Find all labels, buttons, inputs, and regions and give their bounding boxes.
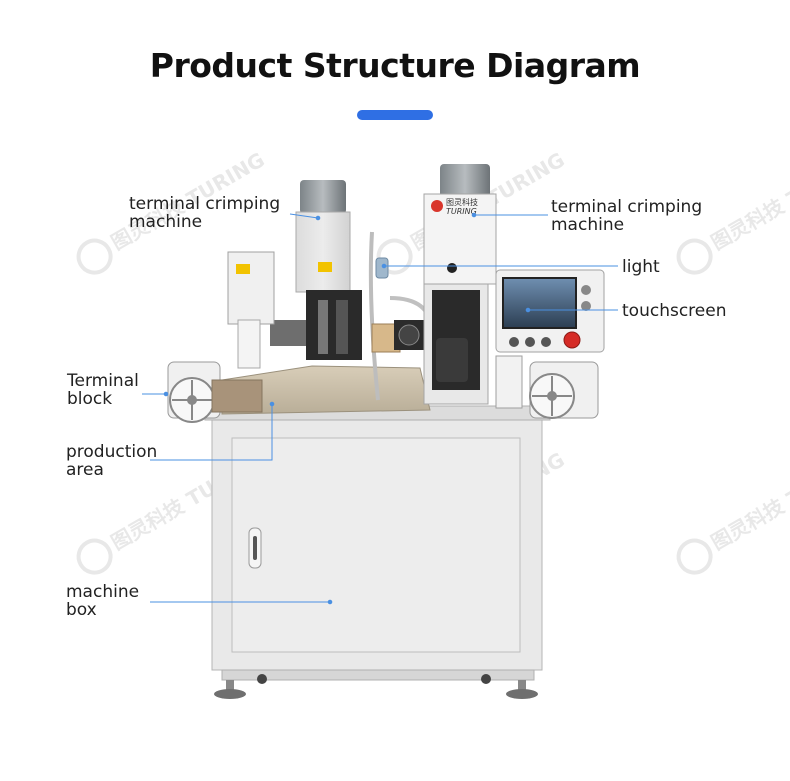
caster — [257, 674, 267, 684]
cabinet-door — [231, 437, 521, 653]
title-underline — [357, 110, 433, 120]
touchscreen — [502, 277, 577, 329]
foot — [226, 680, 234, 692]
label-light: light — [622, 257, 660, 277]
badge-cn: 图灵科技 — [446, 197, 478, 207]
motor-left — [300, 180, 346, 214]
motor-right — [440, 164, 490, 198]
label-touchscreen: touchscreen — [622, 301, 727, 321]
leader-crimp-left — [289, 213, 319, 219]
foot — [518, 680, 526, 692]
page-title: Product Structure Diagram — [149, 46, 641, 85]
badge-en: TURING — [446, 207, 477, 216]
caster — [481, 674, 491, 684]
light — [375, 257, 389, 279]
light-stand — [368, 231, 380, 401]
leader-production-area — [150, 404, 273, 461]
